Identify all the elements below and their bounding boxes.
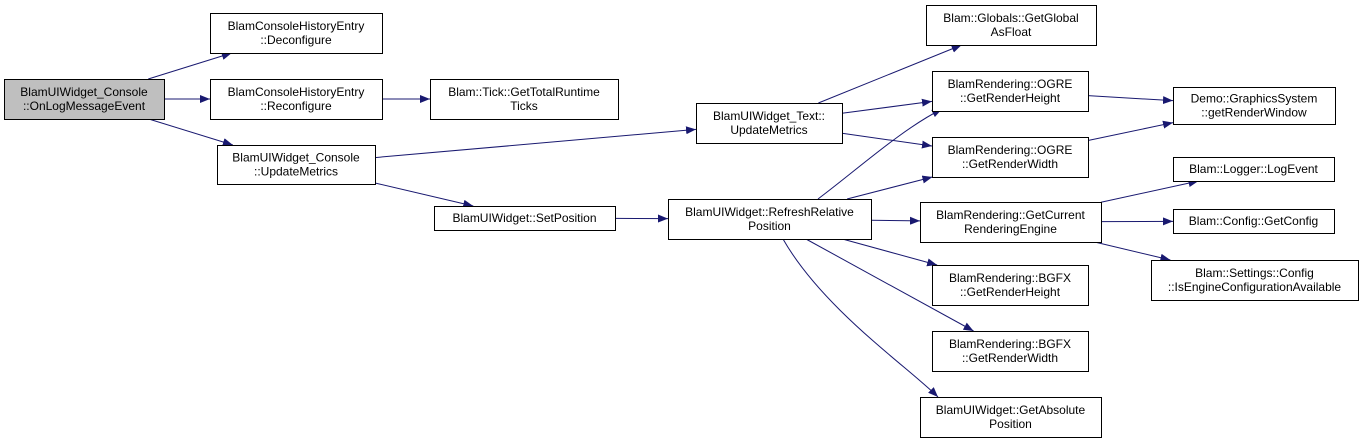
node-n10-label-1: ::GetRenderWidth	[962, 157, 1058, 171]
node-n13-box[interactable]	[932, 331, 1089, 372]
edge-n9-to-n15	[1087, 95, 1174, 105]
node-n0-label-1: ::OnLogMessageEvent	[23, 99, 146, 113]
node-n9-label-1: ::GetRenderHeight	[960, 91, 1061, 105]
node-n1-box[interactable]	[210, 13, 383, 54]
node-n9-box[interactable]	[932, 71, 1089, 112]
node-n10[interactable]: BlamRendering::OGRE::GetRenderWidth	[932, 137, 1089, 178]
node-n16-box[interactable]	[1173, 157, 1335, 182]
node-n6-label-1: UpdateMetrics	[730, 123, 807, 137]
node-n3-label-1: ::UpdateMetrics	[254, 165, 338, 179]
node-n3-box[interactable]	[217, 145, 376, 185]
node-n7-box[interactable]	[668, 199, 872, 240]
node-n13-label-1: ::GetRenderWidth	[962, 351, 1058, 365]
node-n13-label-0: BlamRendering::BGFX	[949, 337, 1071, 351]
node-n15-label-0: Demo::GraphicsSystem	[1191, 92, 1318, 106]
node-n18[interactable]: Blam::Settings::Config::IsEngineConfigur…	[1151, 260, 1359, 301]
node-n5-box[interactable]	[434, 206, 616, 231]
edge-n0-to-n1	[148, 52, 232, 80]
node-n11-label-1: RenderingEngine	[964, 222, 1057, 236]
node-n17-label-0: Blam::Config::GetConfig	[1189, 214, 1318, 228]
edge-n7-to-n9	[817, 108, 943, 200]
node-n17-box[interactable]	[1173, 209, 1335, 234]
node-n8-label-0: Blam::Globals::GetGlobal	[943, 11, 1078, 25]
edge-n7-to-n13	[805, 238, 974, 332]
node-n14-label-0: BlamUIWidget::GetAbsolute	[936, 403, 1086, 417]
edge-n3-to-n5	[374, 182, 474, 208]
edge-n6-to-n8	[818, 44, 962, 104]
node-n10-label-0: BlamRendering::OGRE	[948, 143, 1073, 157]
node-n2-box[interactable]	[210, 79, 383, 120]
node-n9[interactable]: BlamRendering::OGRE::GetRenderHeight	[932, 71, 1089, 112]
node-n11-box[interactable]	[920, 202, 1102, 243]
edge-n0-to-n3	[148, 118, 234, 146]
node-n1[interactable]: BlamConsoleHistoryEntry::Deconfigure	[210, 13, 383, 54]
node-n18-label-0: Blam::Settings::Config	[1195, 266, 1314, 280]
node-n15-box[interactable]	[1173, 87, 1336, 125]
node-n12[interactable]: BlamRendering::BGFX::GetRenderHeight	[932, 265, 1089, 306]
node-n9-label-0: BlamRendering::OGRE	[948, 77, 1073, 91]
node-n15[interactable]: Demo::GraphicsSystem::getRenderWindow	[1173, 87, 1336, 125]
node-n0[interactable]: BlamUIWidget_Console::OnLogMessageEvent	[4, 79, 165, 120]
node-n4-box[interactable]	[430, 79, 619, 120]
node-n1-label-0: BlamConsoleHistoryEntry	[228, 19, 365, 33]
node-n18-box[interactable]	[1151, 260, 1359, 301]
node-n5-label-0: BlamUIWidget::SetPosition	[452, 211, 596, 225]
node-n7-label-1: Position	[748, 219, 791, 233]
edges-layer	[148, 44, 1199, 398]
edge-n7-to-n12	[842, 238, 938, 267]
node-n17[interactable]: Blam::Config::GetConfig	[1173, 209, 1335, 234]
node-n4-label-0: Blam::Tick::GetTotalRuntime	[448, 85, 600, 99]
node-n15-label-1: ::getRenderWindow	[1201, 106, 1307, 120]
node-n12-label-1: ::GetRenderHeight	[960, 285, 1061, 299]
node-n11-label-0: BlamRendering::GetCurrent	[936, 208, 1085, 222]
node-n18-label-1: ::IsEngineConfigurationAvailable	[1168, 280, 1342, 294]
edge-n11-to-n18	[1094, 241, 1171, 262]
nodes-layer: BlamUIWidget_Console::OnLogMessageEventB…	[4, 5, 1359, 438]
node-n16-label-0: Blam::Logger::LogEvent	[1189, 162, 1318, 176]
node-n12-box[interactable]	[932, 265, 1089, 306]
node-n3-label-0: BlamUIWidget_Console	[232, 151, 360, 165]
node-n2-label-0: BlamConsoleHistoryEntry	[228, 85, 365, 99]
node-n4-label-1: Ticks	[510, 99, 538, 113]
node-n7-label-0: BlamUIWidget::RefreshRelative	[685, 205, 854, 219]
node-n2-label-1: ::Reconfigure	[260, 99, 332, 113]
edge-n11-to-n16	[1100, 179, 1199, 203]
node-n10-box[interactable]	[932, 137, 1089, 178]
node-n6-label-0: BlamUIWidget_Text::	[713, 109, 825, 123]
edge-n7-to-n14	[782, 238, 939, 398]
node-n6[interactable]: BlamUIWidget_Text::UpdateMetrics	[696, 103, 843, 144]
node-n3[interactable]: BlamUIWidget_Console::UpdateMetrics	[217, 145, 376, 185]
node-n13[interactable]: BlamRendering::BGFX::GetRenderWidth	[932, 331, 1089, 372]
node-n5[interactable]: BlamUIWidget::SetPosition	[434, 206, 616, 231]
node-n14-box[interactable]	[920, 397, 1102, 438]
node-n0-label-0: BlamUIWidget_Console	[20, 85, 148, 99]
node-n12-label-0: BlamRendering::BGFX	[949, 271, 1071, 285]
node-n2[interactable]: BlamConsoleHistoryEntry::Reconfigure	[210, 79, 383, 120]
edge-n7-to-n11	[870, 216, 921, 225]
node-n0-box[interactable]	[4, 79, 165, 120]
node-n14-label-1: Position	[989, 417, 1032, 431]
edge-n3-to-n6	[374, 126, 697, 159]
node-n6-box[interactable]	[696, 103, 843, 144]
node-n1-label-1: ::Deconfigure	[260, 33, 332, 47]
node-n16[interactable]: Blam::Logger::LogEvent	[1173, 157, 1335, 182]
node-n8-label-1: AsFloat	[991, 25, 1032, 39]
edge-n6-to-n10	[841, 132, 933, 149]
edge-n7-to-n10	[846, 175, 933, 200]
node-n8-box[interactable]	[926, 5, 1097, 46]
edge-n10-to-n15	[1087, 120, 1174, 142]
edge-n6-to-n9	[841, 98, 933, 114]
